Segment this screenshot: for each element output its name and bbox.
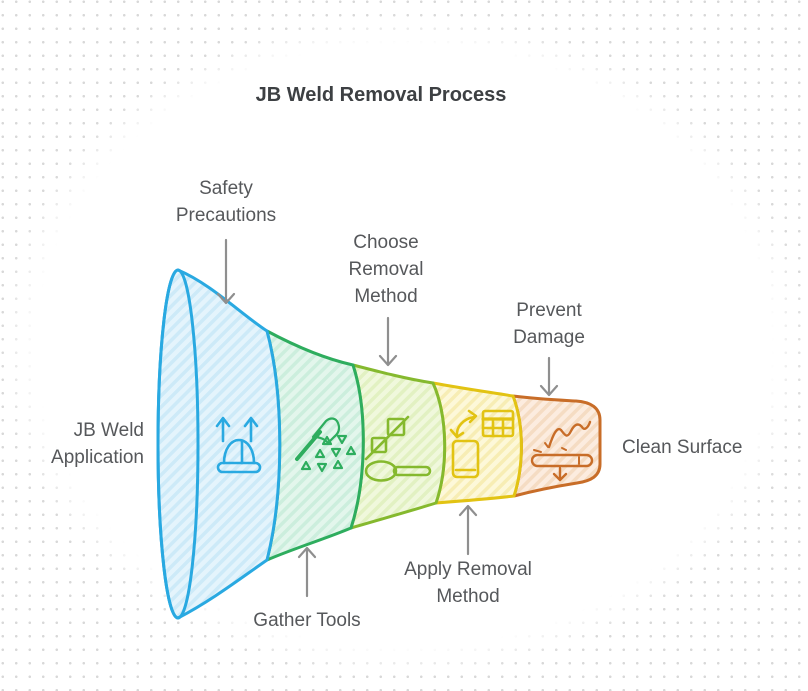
phone-to-table-transfer-icon	[449, 409, 515, 479]
funnel-segment-gather-tools	[265, 329, 365, 562]
funnel-input-label: JB Weld Application	[51, 420, 144, 468]
arrow-choose-removal-method	[378, 316, 398, 367]
arrow-prevent-damage	[539, 356, 559, 397]
hatchet-debris-icon	[295, 417, 357, 473]
stage-label-prevent-damage: Prevent Damage	[513, 300, 585, 348]
stage-label-safety-precautions: Safety Precautions	[175, 178, 277, 226]
funnel-segment-safety-precautions	[156, 268, 282, 620]
diagram-title: JB Weld Removal Process	[255, 84, 507, 106]
stage-label-apply-removal-method: Apply Removal Method	[404, 559, 532, 607]
funnel-segment-choose-removal-method	[349, 363, 447, 530]
stage-label-gather-tools: Gather Tools	[253, 610, 361, 631]
funnel-segment-prevent-damage	[511, 394, 602, 498]
funnel-mouth-ellipse	[156, 268, 200, 620]
arrow-safety-precautions	[216, 238, 236, 305]
hard-hat-up-arrows-icon	[215, 416, 262, 474]
funnel-output-label: Clean Surface	[622, 437, 743, 458]
heat-press-surface-icon	[530, 420, 594, 482]
stage-label-choose-removal-method: Choose Removal Method	[348, 232, 424, 307]
arrow-gather-tools	[297, 546, 317, 598]
no-solvent-cubes-spoon-icon	[364, 415, 432, 482]
arrow-apply-removal-method	[458, 504, 478, 556]
